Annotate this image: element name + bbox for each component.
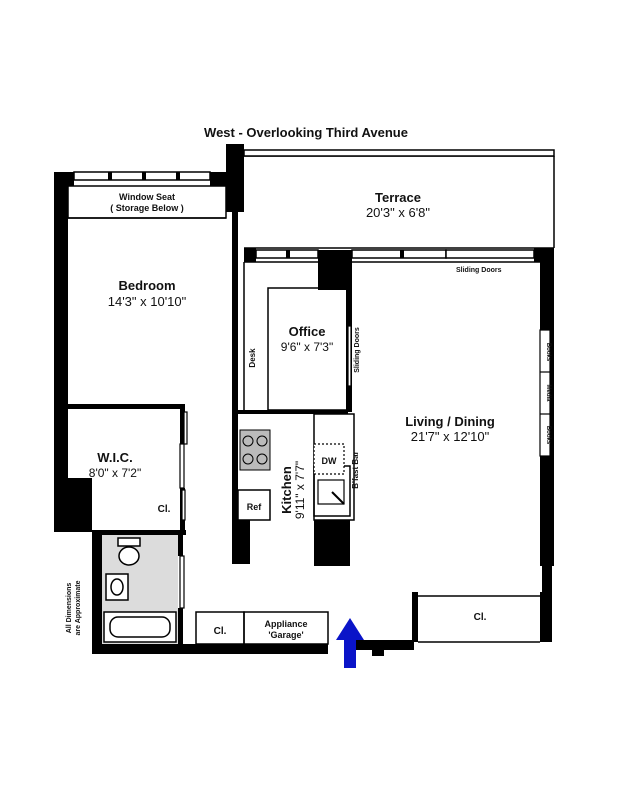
refrigerator xyxy=(237,489,271,521)
books-bottom-label: Books xyxy=(545,426,551,445)
ref-label: Ref xyxy=(247,502,263,512)
office-dims: 9'6" x 7'3" xyxy=(281,340,333,354)
stove-icon xyxy=(239,429,271,471)
office-name: Office xyxy=(289,324,326,339)
office-sliding-doors-label: Sliding Doors xyxy=(354,327,361,373)
hall-closet-label: Cl. xyxy=(214,626,227,637)
disclaimer-line1: All Dimensions xyxy=(66,583,73,634)
wic-dims: 8'0" x 7'2" xyxy=(89,466,141,480)
window-seat-line1: Window Seat xyxy=(119,192,175,202)
media-label: Media xyxy=(545,384,551,402)
window-mullions xyxy=(108,172,404,258)
toilet-icon xyxy=(117,537,141,566)
wic-name: W.I.C. xyxy=(97,450,132,465)
disclaimer-line2: are Approximate xyxy=(75,580,82,635)
appliance-line2: 'Garage' xyxy=(268,630,303,640)
living-dining-name: Living / Dining xyxy=(405,414,495,429)
bedroom-dims: 14'3" x 10'10" xyxy=(108,294,187,309)
desk-label: Desk xyxy=(248,348,257,368)
sink-icon xyxy=(105,573,129,601)
bedroom-name: Bedroom xyxy=(118,278,175,293)
living-sliding-doors-label: Sliding Doors xyxy=(456,267,502,274)
kitchen-name: Kitchen xyxy=(279,466,294,514)
dishwasher xyxy=(313,443,345,475)
entry-arrow-icon xyxy=(336,618,364,668)
appliance-line1: Appliance xyxy=(264,619,307,629)
dw-label: DW xyxy=(322,456,337,466)
orientation-label: West - Overlooking Third Avenue xyxy=(204,125,408,140)
terrace-dims: 20'3" x 6'8" xyxy=(366,205,430,220)
bathtub-icon xyxy=(103,611,177,643)
terrace-name: Terrace xyxy=(375,190,421,205)
living-closet-label: Cl. xyxy=(474,612,487,623)
living-dining-dims: 21'7" x 12'10" xyxy=(411,429,490,444)
doors xyxy=(179,325,551,609)
window-seat-line2: ( Storage Below ) xyxy=(110,203,184,213)
wic-closet-label: Cl. xyxy=(158,504,171,515)
kitchen-dims: 9'11" x 7'7" xyxy=(293,461,307,519)
bfast-bar-label: B'fast Bar xyxy=(351,451,360,488)
books-top-label: Books xyxy=(545,343,551,362)
